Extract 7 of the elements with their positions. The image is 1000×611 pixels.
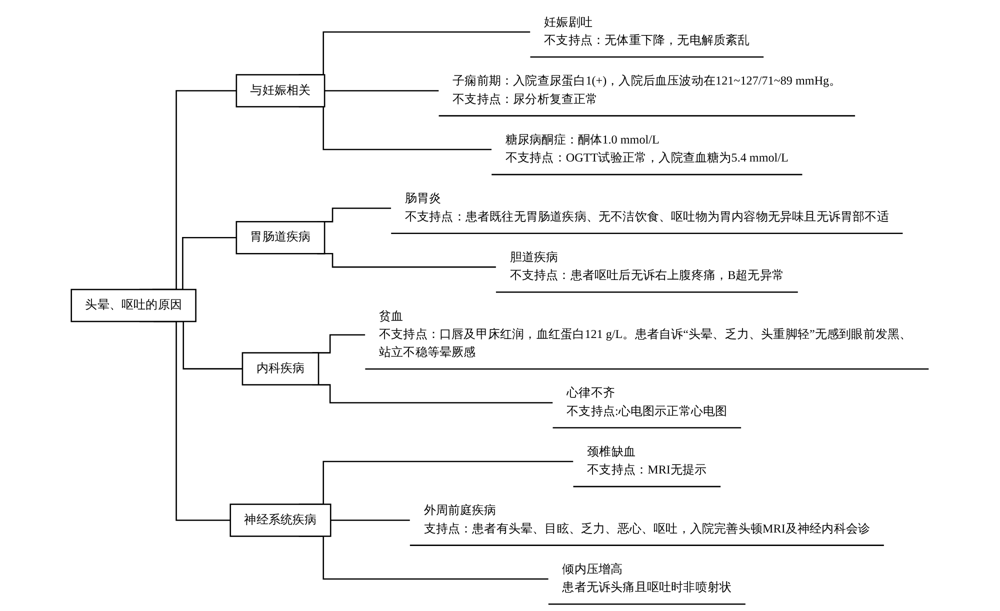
node-box: 神经系统疾病 [230,504,332,537]
node-box: 与妊娠相关 [236,74,326,108]
node-box: 内科疾病 [242,352,320,386]
connector [324,90,439,92]
connector [330,520,410,521]
node-box: 胃肠道疾病 [236,221,326,254]
node-box: 头晕、呕吐的原因 [70,288,196,322]
